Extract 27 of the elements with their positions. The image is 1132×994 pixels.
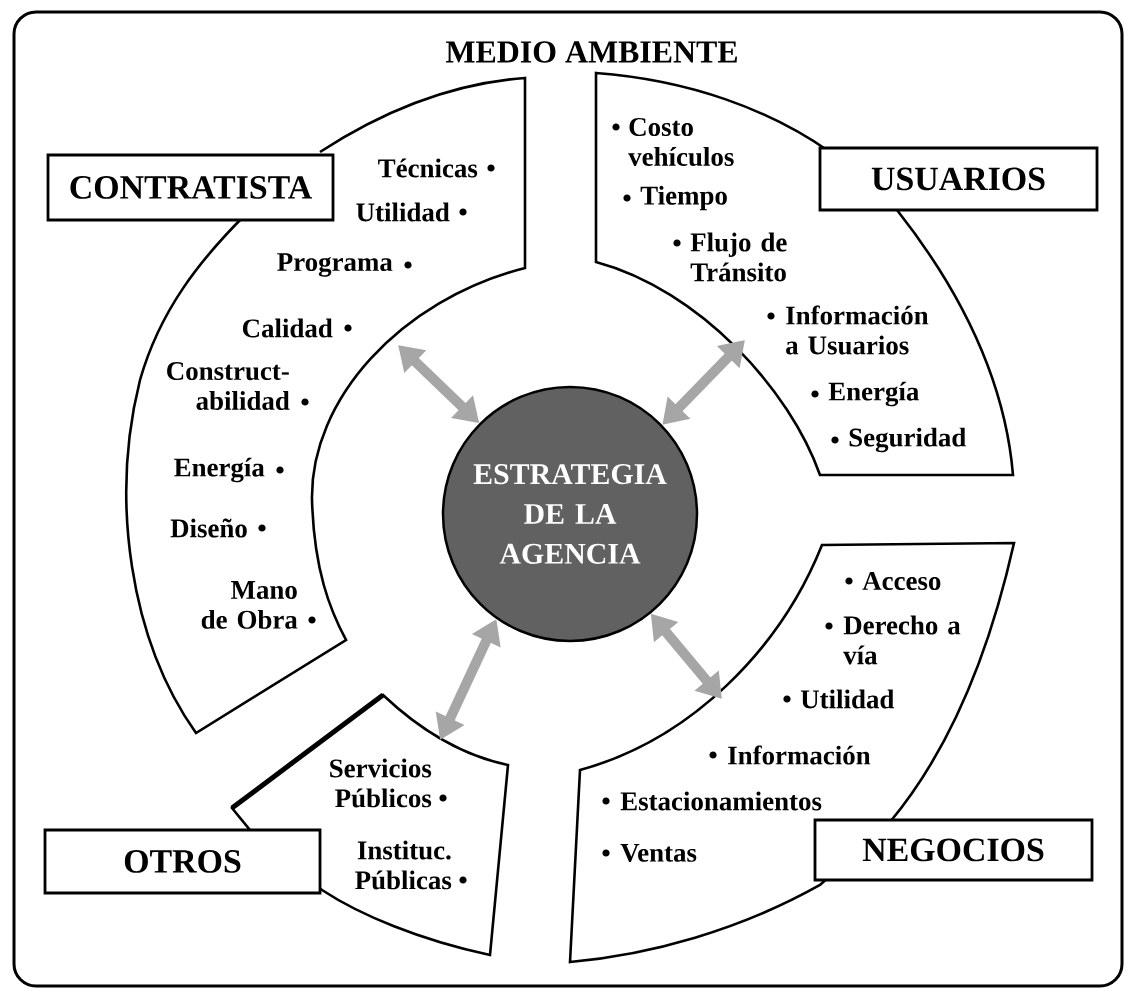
heading-box: OTROS xyxy=(43,828,322,895)
list-item: Derecho a vía xyxy=(843,615,961,665)
list-item: Flujo de Tránsito xyxy=(690,232,787,282)
list-item: Técnicas xyxy=(378,158,478,178)
list-item: Tiempo xyxy=(640,185,727,211)
list-item: Estacionamientos xyxy=(620,791,822,811)
heading-box: USUARIOS xyxy=(818,146,1099,212)
list-item: Información xyxy=(728,745,871,765)
list-item: Utilidad xyxy=(356,202,450,222)
list-item: Energía xyxy=(174,457,265,483)
list-item: Programa xyxy=(277,253,393,277)
list-item: Instituc. Públicas xyxy=(355,840,452,890)
list-item: Servicios Públicos xyxy=(330,758,432,808)
list-item: Acceso xyxy=(862,571,941,590)
title: MEDIO AMBIENTE xyxy=(446,41,737,63)
list-item: Seguridad xyxy=(849,427,966,453)
list-item: Energía xyxy=(828,381,919,407)
list-item: Mano de Obra xyxy=(201,581,298,629)
heading-box: NEGOCIOS xyxy=(813,818,1094,882)
list-item: Ventas xyxy=(620,843,697,862)
list-item: Diseño xyxy=(170,518,247,538)
heading-box: CONTRATISTA xyxy=(46,153,335,222)
list-item: Costo vehículos xyxy=(628,117,734,166)
list-item: Información a Usuarios xyxy=(786,305,929,355)
list-item: Calidad xyxy=(242,318,333,338)
list-item: Construct-abilidad xyxy=(167,362,290,410)
list-item: Utilidad xyxy=(800,689,895,709)
